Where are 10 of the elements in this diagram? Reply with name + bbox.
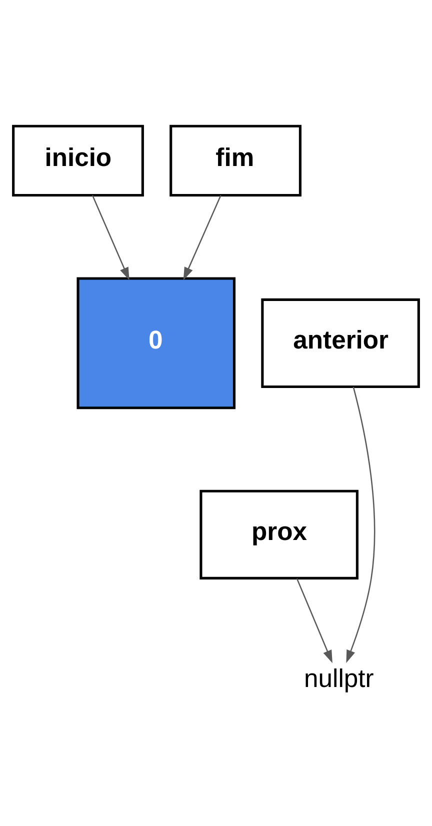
arrow xyxy=(296,578,332,664)
node-text: nullptr xyxy=(304,665,374,694)
arrow xyxy=(92,195,130,280)
node-box: prox xyxy=(200,490,358,580)
arrow xyxy=(183,195,222,280)
node-box: anterior xyxy=(261,298,420,388)
node-box: 0 xyxy=(76,277,236,410)
node-box: fim xyxy=(170,124,302,197)
node-box: inicio xyxy=(12,124,144,197)
arrow xyxy=(346,386,376,663)
